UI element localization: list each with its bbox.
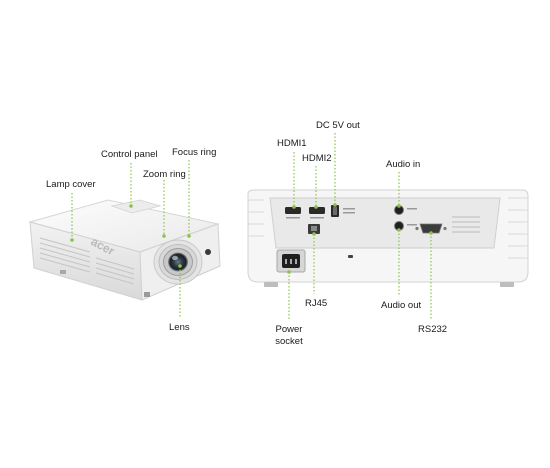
hdmi1-port <box>285 207 301 214</box>
label-power-socket: Power socket <box>272 324 306 348</box>
label-lamp-cover: Lamp cover <box>46 179 96 190</box>
label-rs232: RS232 <box>418 324 448 335</box>
callouts <box>71 133 432 320</box>
label-audio-out: Audio out <box>381 300 422 311</box>
security-slot <box>348 255 353 258</box>
label-focus-ring: Focus ring <box>172 147 217 158</box>
rs232-port <box>419 223 443 234</box>
label-control-panel: Control panel <box>101 149 158 160</box>
label-zoom-ring: Zoom ring <box>143 169 186 180</box>
label-dc-5v-out: DC 5V out <box>316 120 360 131</box>
label-hdmi1: HDMI1 <box>277 138 307 149</box>
side-vents <box>39 237 135 285</box>
callout-dots <box>70 203 433 274</box>
rear-vents <box>452 216 480 233</box>
hdmi2-port <box>309 207 325 214</box>
label-power-socket-line1: Power <box>275 324 303 335</box>
projector-front: acer <box>28 199 221 301</box>
lens <box>168 252 188 272</box>
label-audio-in: Audio in <box>386 159 421 170</box>
label-hdmi2: HDMI2 <box>302 153 332 164</box>
label-power-socket-line2: socket <box>275 336 303 347</box>
ir-sensor <box>205 249 211 255</box>
label-rj45: RJ45 <box>305 298 328 309</box>
label-lens: Lens <box>169 322 190 333</box>
projector-rear <box>247 189 529 287</box>
